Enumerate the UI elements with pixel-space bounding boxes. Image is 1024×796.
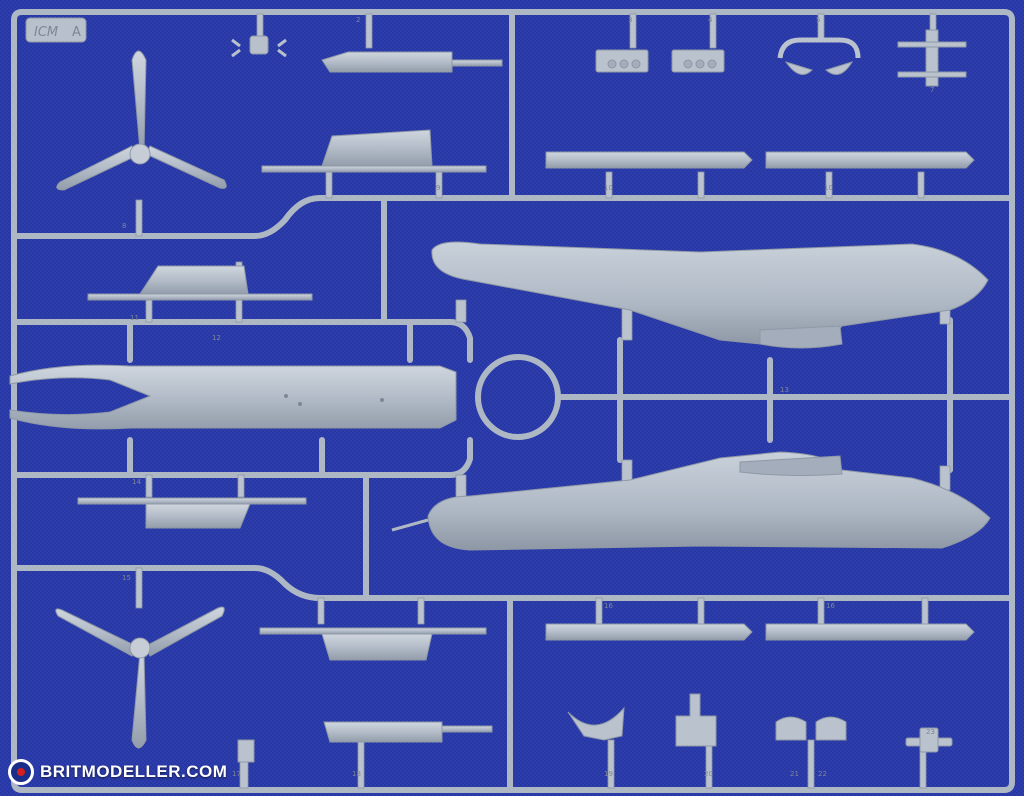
part-number-tag: 8: [122, 222, 126, 230]
stabilizer-lower: [77, 497, 307, 529]
part-number-tag: 23: [926, 728, 935, 736]
part-number-tag: 21: [790, 770, 799, 778]
part-number-tag: 9: [436, 184, 440, 192]
small-part-17: [237, 739, 255, 763]
sprue-frame: [11, 9, 1015, 793]
small-part-1: [231, 35, 287, 58]
watermark: BRITMODELLER.COM: [8, 756, 227, 788]
instrument-panel-a: [595, 49, 649, 73]
sprue-letter: A: [72, 25, 81, 40]
part-number-tag: 10: [604, 184, 613, 192]
part-number-tag: 19: [604, 770, 613, 778]
part-number-tag: 10: [824, 184, 833, 192]
sprue-tag: ICM A: [25, 17, 87, 43]
instrument-panel-b: [671, 49, 725, 73]
part-number-tag: 16: [604, 602, 613, 610]
wheel-hub-upper: [777, 37, 861, 75]
part-number-tag: 13: [780, 386, 789, 394]
part-number-tag: 18: [352, 770, 361, 778]
propeller-upper: [56, 50, 227, 191]
brand-mark: ICM: [34, 25, 58, 40]
small-part-23: [905, 727, 953, 753]
wheel-hub-lower: [775, 716, 847, 741]
roundel-icon: [8, 759, 34, 785]
fuselage-half-upper: [431, 241, 989, 349]
part-number-tag: 5: [816, 16, 820, 24]
stabilizer-upper: [261, 129, 487, 173]
watermark-text: BRITMODELLER.COM: [40, 762, 228, 781]
stabilizer-bottom: [259, 627, 487, 661]
stabilizer-mid: [87, 265, 313, 301]
part-number-tag: 11: [130, 314, 139, 322]
part-number-tag: 2: [356, 16, 360, 24]
bulkhead-part: [675, 693, 717, 747]
propeller-lower: [55, 606, 225, 749]
seat-part: [567, 706, 625, 741]
part-number-tag: 3: [628, 16, 632, 24]
small-part-7: [897, 29, 967, 87]
part-number-tag: 12: [212, 334, 221, 342]
part-number-tag: 22: [818, 770, 827, 778]
part-number-tag: 7: [930, 86, 934, 94]
strut-pair-lower: [545, 623, 975, 641]
flap-part-upper: [321, 51, 503, 73]
part-number-tag: 17: [232, 770, 241, 778]
part-number-tag: 14: [132, 478, 141, 486]
flap-part-lower: [323, 721, 493, 743]
part-number-tag: 16: [826, 602, 835, 610]
cockpit-floor: [9, 364, 457, 430]
fuselage-half-lower: [391, 451, 991, 551]
part-number-tag: 4: [708, 16, 713, 24]
strut-pair-upper: [545, 151, 975, 169]
part-number-tag: 15: [122, 574, 131, 582]
part-number-tag: 20: [704, 770, 713, 778]
